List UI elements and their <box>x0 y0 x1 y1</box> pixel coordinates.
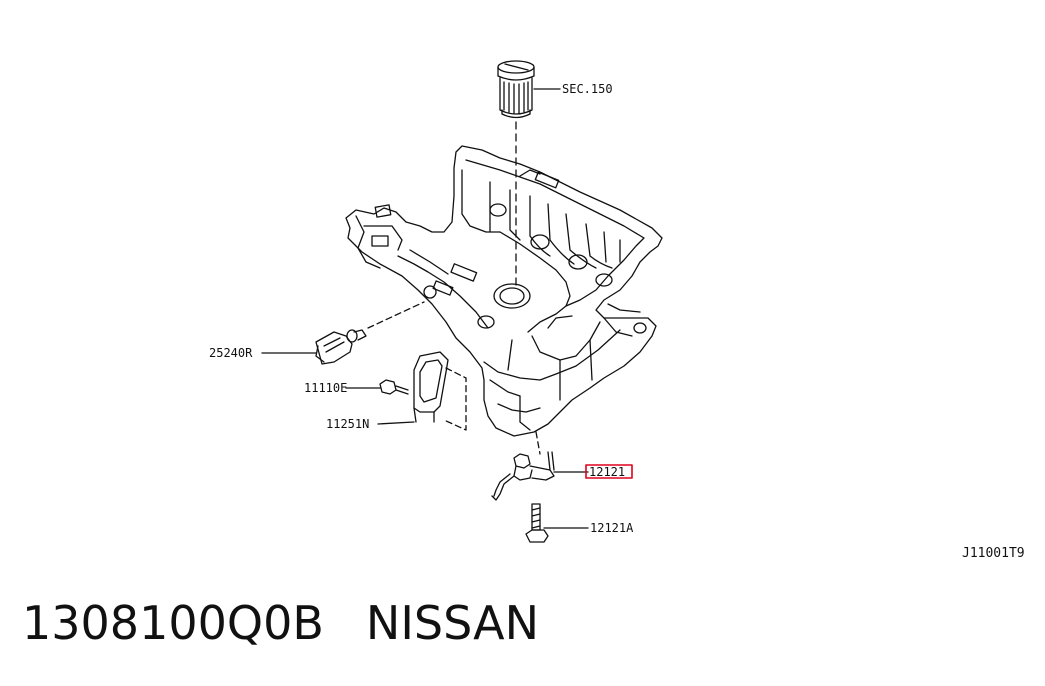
label-sec150[interactable]: SEC.150 <box>562 82 613 96</box>
oil-filter-icon <box>497 60 561 119</box>
oil-drain-icon <box>491 451 589 501</box>
oil-level-sensor-icon <box>261 301 425 365</box>
label-11251n[interactable]: 11251N <box>326 417 369 431</box>
footer-caption: 1308100Q0B NISSAN <box>22 596 539 650</box>
part-number: 1308100Q0B <box>22 596 324 650</box>
oil-pan-icon <box>345 145 663 455</box>
label-12121[interactable]: 12121 <box>589 465 625 479</box>
baffle-plate-icon <box>377 351 467 431</box>
diagram-reference: J11001T9 <box>962 546 1025 561</box>
label-12121a[interactable]: 12121A <box>590 521 634 535</box>
highlight-box <box>585 464 633 479</box>
label-11110e[interactable]: 11110E <box>304 381 347 395</box>
label-25240r[interactable]: 25240R <box>209 346 253 360</box>
bolt-icon <box>345 379 409 395</box>
brand-name: NISSAN <box>365 596 540 650</box>
drain-bolt-icon <box>525 503 589 543</box>
